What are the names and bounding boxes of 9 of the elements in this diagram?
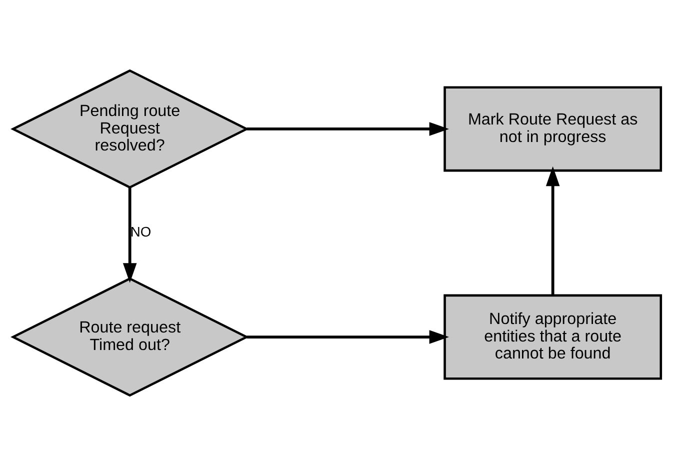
arrow (246, 330, 449, 344)
edge-label: NO (130, 224, 152, 240)
arrow (246, 122, 449, 136)
node-diamond: Route request Timed out? (10, 277, 250, 397)
node-diamond: Pending route Request resolved? (10, 69, 250, 189)
arrow (122, 187, 137, 283)
node-box: Mark Route Request as not in progress (444, 86, 662, 172)
arrow (546, 166, 560, 296)
node-box: Notify appropriate entities that a route cannot be found (444, 294, 662, 380)
